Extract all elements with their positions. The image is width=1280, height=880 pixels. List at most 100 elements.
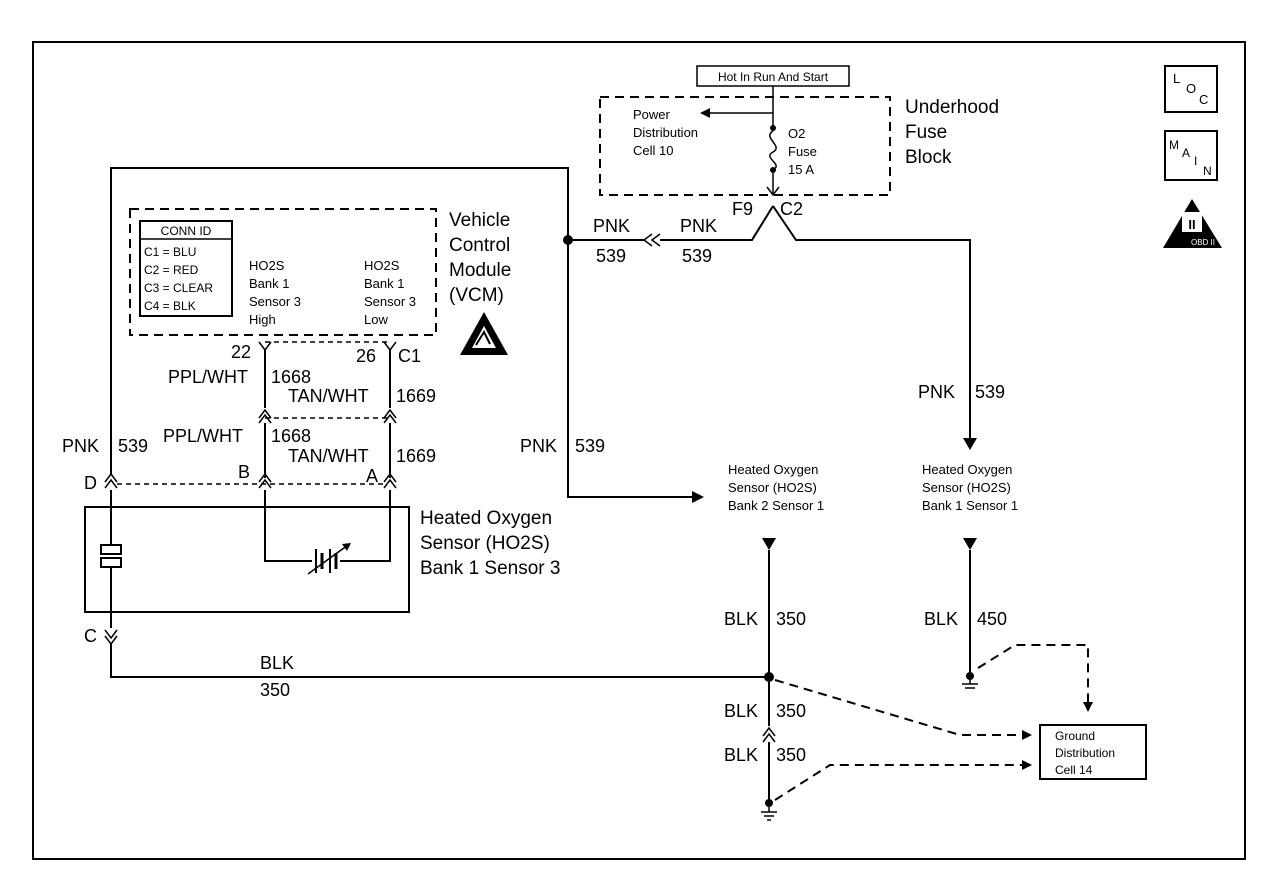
ppl-label-lower: PPL/WHT bbox=[163, 426, 243, 446]
blk-label-b2s1: BLK bbox=[724, 609, 758, 629]
tan-circuit-upper: 1669 bbox=[396, 386, 436, 406]
fuse-label-1: O2 bbox=[788, 126, 805, 141]
vcm-high-4: High bbox=[249, 312, 276, 327]
sensor-b2s1-name-3: Bank 2 Sensor 1 bbox=[728, 498, 824, 513]
sensor-b1s1-name-3: Bank 1 Sensor 1 bbox=[922, 498, 1018, 513]
fuse-block-name-1: Underhood bbox=[905, 97, 999, 118]
pnk-inline-connector bbox=[642, 233, 661, 247]
ppl-inline-connector bbox=[258, 408, 272, 424]
blk-circuit-ground: 350 bbox=[776, 745, 806, 765]
pnk-label-b1s1: PNK bbox=[918, 382, 955, 402]
ppl-circuit-lower: 1668 bbox=[271, 426, 311, 446]
svg-text:A: A bbox=[1182, 146, 1190, 160]
b2s1-ground-arrow bbox=[762, 538, 776, 550]
blk-label-bottom: BLK bbox=[260, 653, 294, 673]
pin-d-label: D bbox=[84, 473, 97, 493]
o2-fuse-symbol bbox=[700, 86, 780, 197]
vcm-name-3: Module bbox=[449, 260, 511, 281]
sensor-b2s1-name-2: Sensor (HO2S) bbox=[728, 480, 817, 495]
esd-warning-icon bbox=[460, 312, 508, 355]
diagram-frame bbox=[32, 41, 1246, 860]
pnk-circuit-b1s1: 539 bbox=[975, 382, 1005, 402]
svg-text:O: O bbox=[1186, 81, 1196, 96]
blk-circuit-splice: 350 bbox=[776, 701, 806, 721]
svg-text:C: C bbox=[1199, 92, 1208, 107]
blk-350-wire-bottom bbox=[110, 644, 768, 678]
pnk-label-b1s3: PNK bbox=[62, 436, 99, 456]
pin-c-label: C bbox=[84, 626, 97, 646]
sensor-signal-wire-a bbox=[340, 490, 391, 562]
ground-ref-arrow-2 bbox=[1022, 760, 1032, 770]
pin-d-chevron bbox=[104, 472, 118, 489]
sensor-signal-wire-b bbox=[264, 490, 312, 562]
blk-label-splice: BLK bbox=[724, 701, 758, 721]
blk-label-ground: BLK bbox=[724, 745, 758, 765]
main-badge[interactable]: M A I N bbox=[1164, 130, 1218, 181]
ground-ref-dashed-3 bbox=[977, 644, 1089, 705]
sensor-b1s1-name-1: Heated Oxygen bbox=[922, 462, 1012, 477]
vcm-high-1: HO2S bbox=[249, 258, 285, 273]
pnk-wire-to-b1s3 bbox=[110, 167, 569, 475]
vcm-name-4: (VCM) bbox=[449, 285, 504, 306]
vcm-high-2: Bank 1 bbox=[249, 276, 289, 291]
pnk-circuit-b2s1: 539 bbox=[575, 436, 605, 456]
ground-distribution-box bbox=[1039, 724, 1147, 780]
svg-text:II: II bbox=[1188, 217, 1195, 232]
hot-in-run-label: Hot In Run And Start bbox=[718, 70, 829, 84]
vcm-name-1: Vehicle bbox=[449, 210, 510, 231]
blk-circuit-bottom: 350 bbox=[260, 680, 290, 700]
svg-text:OBD II: OBD II bbox=[1191, 238, 1215, 247]
conn-id-c2: C2 = RED bbox=[144, 263, 199, 277]
ground-dist-1: Ground bbox=[1055, 729, 1095, 743]
pnk-label-b2s1: PNK bbox=[520, 436, 557, 456]
arrow-to-b2s1 bbox=[692, 491, 704, 503]
pin-c-chevron bbox=[104, 629, 118, 646]
pnk-wire-to-b1s1 bbox=[772, 205, 971, 445]
svg-text:N: N bbox=[1203, 164, 1212, 178]
sensor-b2s1-name-1: Heated Oxygen bbox=[728, 462, 818, 477]
blk-circuit-b2s1: 350 bbox=[776, 609, 806, 629]
heater-element-icon bbox=[100, 544, 122, 568]
loc-badge[interactable]: L O C bbox=[1164, 65, 1218, 113]
pin-b-chevron bbox=[258, 472, 272, 489]
power-dist-3: Cell 10 bbox=[633, 143, 673, 158]
pnk-wire-to-b2s1 bbox=[567, 240, 698, 498]
tan-label-lower: TAN/WHT bbox=[288, 446, 369, 466]
tan-inline-connector bbox=[383, 408, 397, 424]
pnk-circuit-b1s3: 539 bbox=[118, 436, 148, 456]
ground-ref-arrow-3 bbox=[1083, 702, 1093, 712]
ppl-label-upper: PPL/WHT bbox=[168, 367, 248, 387]
pin-22-chevron bbox=[258, 341, 272, 352]
conn-id-c1: C1 = BLU bbox=[144, 245, 196, 259]
pnk-wire-to-vcm-side bbox=[660, 205, 774, 241]
arrow-to-b1s1 bbox=[963, 438, 977, 450]
pnk-label-right: PNK bbox=[680, 216, 717, 236]
vcm-pin-22: 22 bbox=[231, 342, 251, 362]
ground-symbol-icon bbox=[761, 799, 777, 821]
conn-id-c3: C3 = CLEAR bbox=[144, 281, 213, 295]
blk-splice-dot bbox=[764, 672, 774, 682]
vcm-low-2: Bank 1 bbox=[364, 276, 404, 291]
power-dist-1: Power bbox=[633, 107, 671, 122]
sensor-b1s3-name-1: Heated Oxygen bbox=[420, 508, 552, 529]
ground-dist-2: Distribution bbox=[1055, 746, 1115, 760]
vcm-low-3: Sensor 3 bbox=[364, 294, 416, 309]
pnk-label-left: PNK bbox=[593, 216, 630, 236]
blk-inline-connector bbox=[762, 726, 776, 743]
svg-text:I: I bbox=[1194, 154, 1197, 168]
connector-f9: F9 bbox=[732, 199, 753, 219]
vcm-low-4: Low bbox=[364, 312, 388, 327]
pin-26-chevron bbox=[383, 341, 397, 352]
sensor-b1s3-name-2: Sensor (HO2S) bbox=[420, 533, 550, 554]
vcm-high-3: Sensor 3 bbox=[249, 294, 301, 309]
obd-ii-icon: II OBD II bbox=[1163, 199, 1222, 248]
fuse-block-name-2: Fuse bbox=[905, 122, 947, 143]
ppl-circuit-upper: 1668 bbox=[271, 367, 311, 387]
fuse-block-name-3: Block bbox=[905, 147, 952, 168]
vcm-pin-26: 26 bbox=[356, 346, 376, 366]
b1s1-ground-arrow bbox=[963, 538, 977, 550]
pin-b-label: B bbox=[238, 462, 250, 482]
ground-dist-3: Cell 14 bbox=[1055, 763, 1093, 777]
ground-ref-dashed-1 bbox=[774, 679, 1025, 736]
